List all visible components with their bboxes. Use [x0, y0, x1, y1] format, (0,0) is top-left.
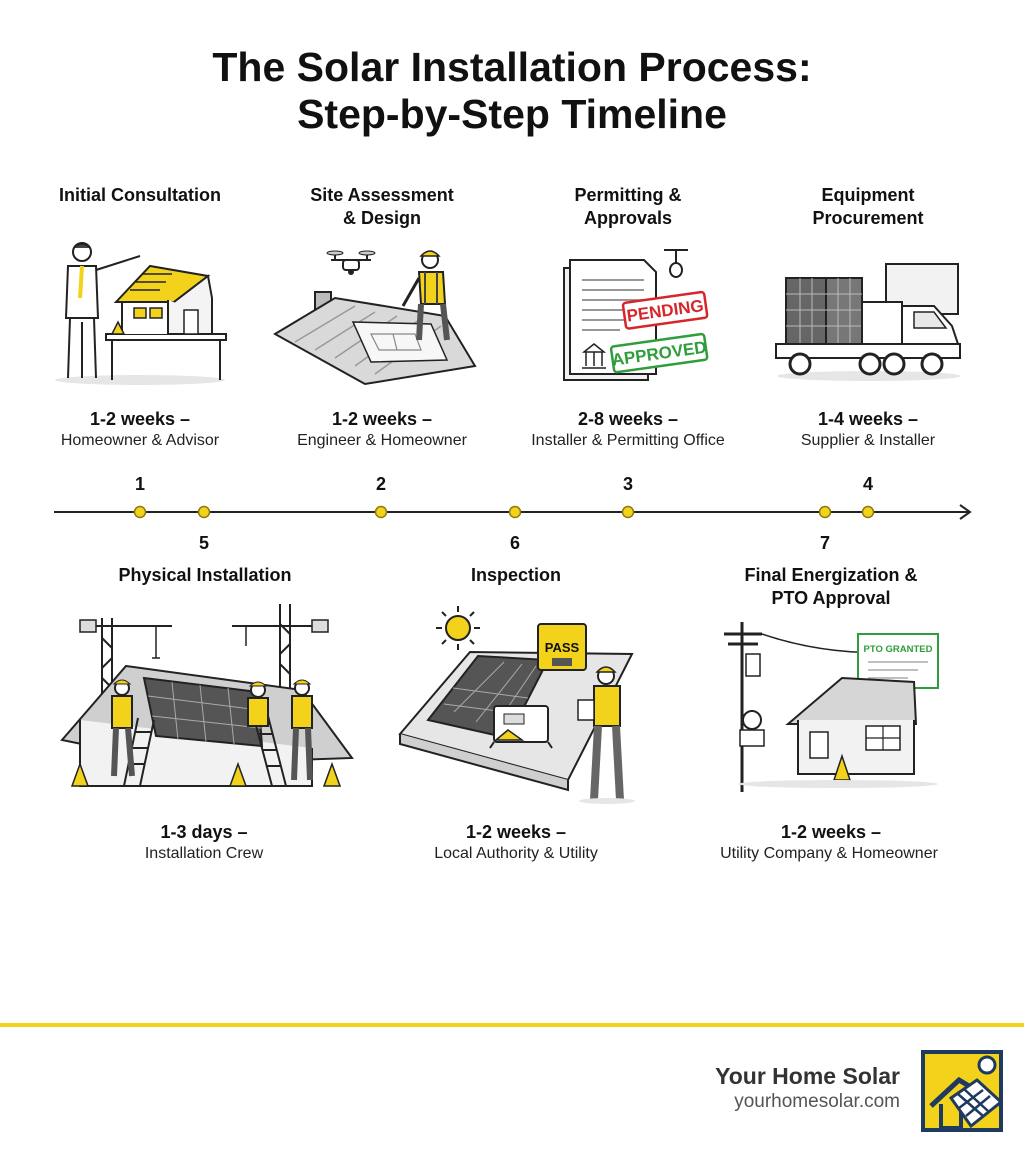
step-6-participants: Local Authority & Utility	[434, 845, 598, 862]
step-4-title-line-1: Equipment	[821, 185, 915, 205]
step-3-title-line-1: Permitting &	[574, 185, 682, 205]
step-4-title-line-2: Procurement	[812, 208, 924, 228]
consultation-illustration	[55, 242, 227, 385]
energization-illustration: PTO GRANTED	[724, 622, 939, 792]
site-assessment-illustration	[273, 250, 477, 386]
pass-sign-text: PASS	[545, 640, 580, 655]
brand-name: Your Home Solar	[715, 1063, 900, 1089]
step-2-number: 2	[375, 474, 386, 494]
step-3-title: Permitting & Approvals	[508, 184, 748, 230]
timeline-dot-3	[621, 505, 635, 519]
step-7-title-line-1: Final Energization &	[744, 565, 918, 585]
step-5-participants: Installation Crew	[144, 845, 264, 862]
step-5-title-line-1: Physical Installation	[118, 565, 292, 585]
pending-stamp: PENDING	[621, 290, 709, 330]
timeline-arrow	[959, 504, 972, 520]
timeline-dot-4	[861, 505, 875, 519]
step-5-duration: 1-3 days –	[160, 822, 248, 842]
step-4-participants: Supplier & Installer	[800, 432, 936, 449]
title-line-1: The Solar Installation Process:	[212, 44, 812, 90]
step-3-participants: Installer & Permitting Office	[531, 432, 725, 449]
timeline-dot-2	[374, 505, 388, 519]
step-2-title-line-1: Site Assessment	[310, 185, 454, 205]
step-7-title: Final Energization & PTO Approval	[711, 564, 951, 610]
brand-url: yourhomesolar.com	[734, 1091, 900, 1112]
timeline-dot-6	[508, 505, 522, 519]
pto-certificate-text: PTO GRANTED	[864, 644, 933, 655]
step-3-title-line-2: Approvals	[583, 208, 673, 228]
inspection-illustration: PASS	[398, 606, 635, 804]
step-1-number: 1	[134, 474, 145, 494]
step-6-title: Inspection	[396, 564, 636, 587]
step-7-number: 7	[819, 533, 830, 553]
step-7-title-line-2: PTO Approval	[771, 588, 891, 608]
brand-block: Your Home Solar yourhomesolar.com	[715, 1062, 900, 1114]
footer-divider	[0, 1023, 1024, 1027]
permitting-illustration: PENDING APPROVED	[563, 249, 709, 381]
step-4-number: 4	[862, 474, 873, 494]
step-2-duration: 1-2 weeks –	[331, 409, 433, 429]
step-4-title: Equipment Procurement	[748, 184, 988, 230]
step-7-duration: 1-2 weeks –	[780, 822, 882, 842]
step-1-title: Initial Consultation	[20, 184, 260, 207]
step-6-duration: 1-2 weeks –	[465, 822, 567, 842]
step-2-title-line-2: & Design	[342, 208, 421, 228]
procurement-truck-illustration	[775, 263, 961, 381]
step-4-duration: 1-4 weeks –	[817, 409, 919, 429]
step-1-duration: 1-2 weeks –	[89, 409, 191, 429]
step-5-title: Physical Installation	[85, 564, 325, 587]
brand-logo-icon[interactable]	[921, 1050, 1003, 1132]
timeline-dot-1	[133, 505, 147, 519]
timeline-axis	[54, 504, 972, 520]
step-2-title: Site Assessment & Design	[262, 184, 502, 230]
title-line-2: Step-by-Step Timeline	[297, 91, 727, 137]
step-2-participants: Engineer & Homeowner	[297, 432, 467, 449]
step-6-number: 6	[509, 533, 520, 553]
step-1-title-line-1: Initial Consultation	[59, 185, 221, 205]
installation-illustration	[60, 604, 354, 787]
timeline-dot-5	[197, 505, 211, 519]
step-5-number: 5	[198, 533, 209, 553]
page-title: The Solar Installation Process: Step-by-…	[0, 44, 1024, 138]
step-6-title-line-1: Inspection	[470, 565, 561, 585]
step-3-number: 3	[622, 474, 633, 494]
step-3-duration: 2-8 weeks –	[577, 409, 679, 429]
timeline-dot-7	[818, 505, 832, 519]
step-7-participants: Utility Company & Homeowner	[720, 845, 938, 862]
pass-sign	[537, 623, 587, 671]
step-1-participants: Homeowner & Advisor	[60, 432, 220, 449]
